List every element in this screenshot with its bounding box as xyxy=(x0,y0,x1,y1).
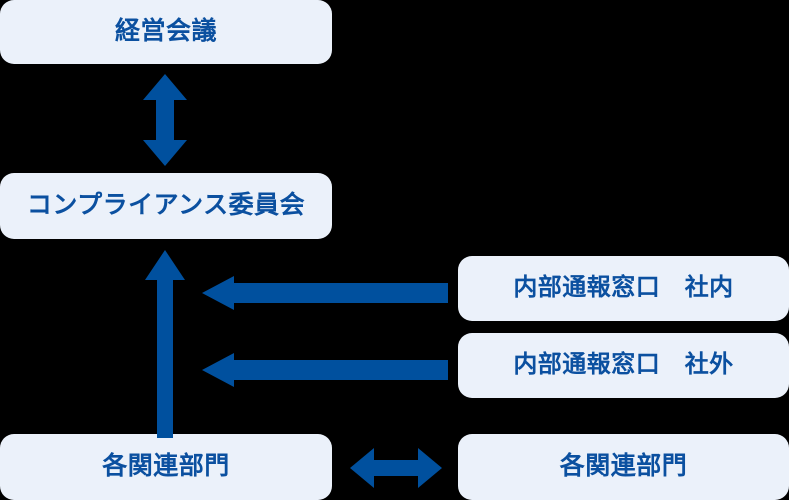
node-compliance-committee-label: コンプライアンス委員会 xyxy=(26,191,306,220)
arrow-executive-committee-bidirectional xyxy=(140,72,190,168)
node-related-departments-left[interactable]: 各関連部門 xyxy=(0,434,332,500)
node-internal-hotline-external-label: 内部通報窓口 社外 xyxy=(513,351,734,379)
node-related-departments-right-label: 各関連部門 xyxy=(559,452,688,481)
node-executive-meeting[interactable]: 経営会議 xyxy=(0,0,332,64)
arrow-hotline-inhouse-to-committee-left xyxy=(200,275,448,311)
arrow-hotline-external-to-committee-left xyxy=(200,352,448,388)
node-internal-hotline-inhouse[interactable]: 内部通報窓口 社内 xyxy=(458,256,789,321)
arrow-departments-bidirectional xyxy=(348,446,444,490)
node-executive-meeting-label: 経営会議 xyxy=(114,17,217,46)
arrow-departments-to-committee-up xyxy=(140,248,190,438)
node-related-departments-right[interactable]: 各関連部門 xyxy=(458,434,789,500)
node-internal-hotline-external[interactable]: 内部通報窓口 社外 xyxy=(458,333,789,398)
node-related-departments-left-label: 各関連部門 xyxy=(102,452,230,481)
node-internal-hotline-inhouse-label: 内部通報窓口 社内 xyxy=(513,274,734,302)
node-compliance-committee[interactable]: コンプライアンス委員会 xyxy=(0,173,332,239)
